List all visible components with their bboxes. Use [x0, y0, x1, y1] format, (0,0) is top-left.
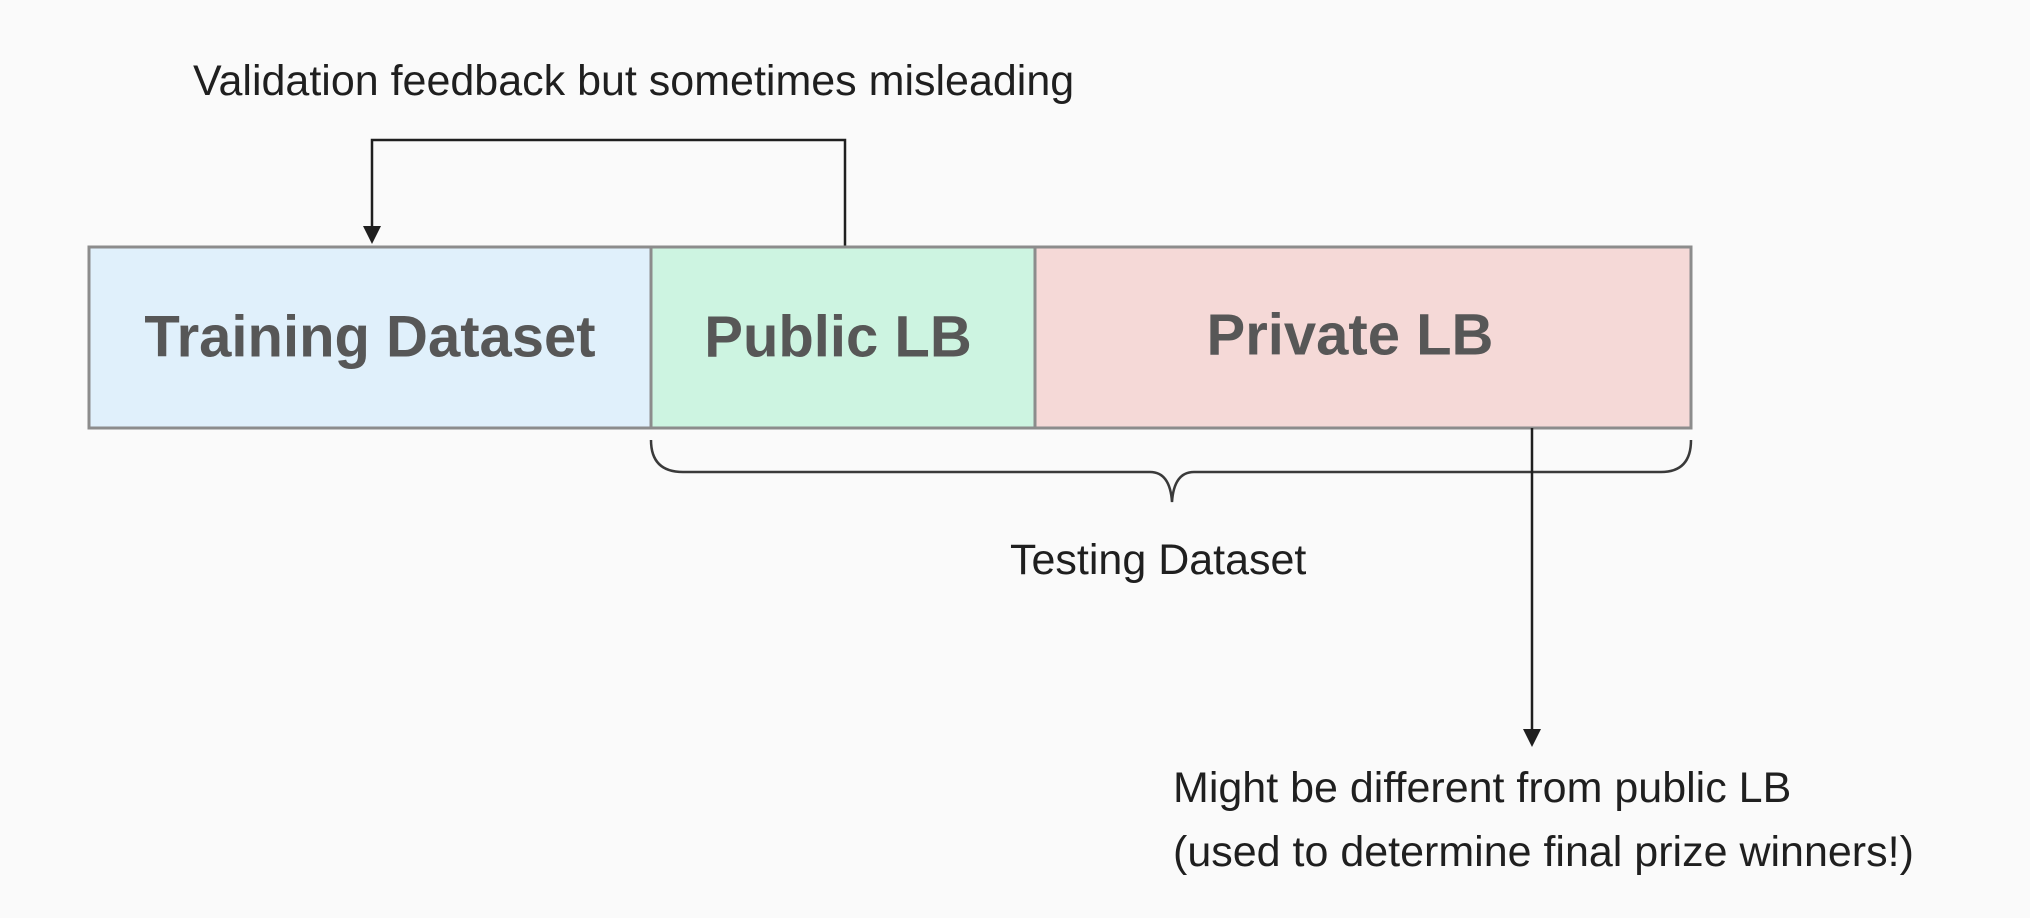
testing-dataset-label: Testing Dataset — [1010, 536, 1307, 584]
private-lb-box — [1033, 245, 1693, 430]
private-lb-arrowhead — [1523, 729, 1541, 747]
testing-dataset-brace — [649, 439, 1693, 503]
private-lb-note-line2: (used to determine final prize winners!) — [1173, 828, 1914, 876]
feedback-note: Validation feedback but sometimes mislea… — [193, 57, 1075, 105]
training-dataset-box — [87, 245, 653, 430]
public-lb-label: Public LB — [704, 304, 971, 369]
private-lb-label: Private LB — [1207, 302, 1494, 367]
public-lb-box — [649, 245, 1037, 430]
feedback-arrowhead — [363, 226, 381, 244]
training-dataset-label: Training Dataset — [144, 304, 595, 369]
feedback-connector — [370, 138, 847, 246]
private-lb-note-line1: Might be different from public LB — [1173, 764, 1792, 812]
